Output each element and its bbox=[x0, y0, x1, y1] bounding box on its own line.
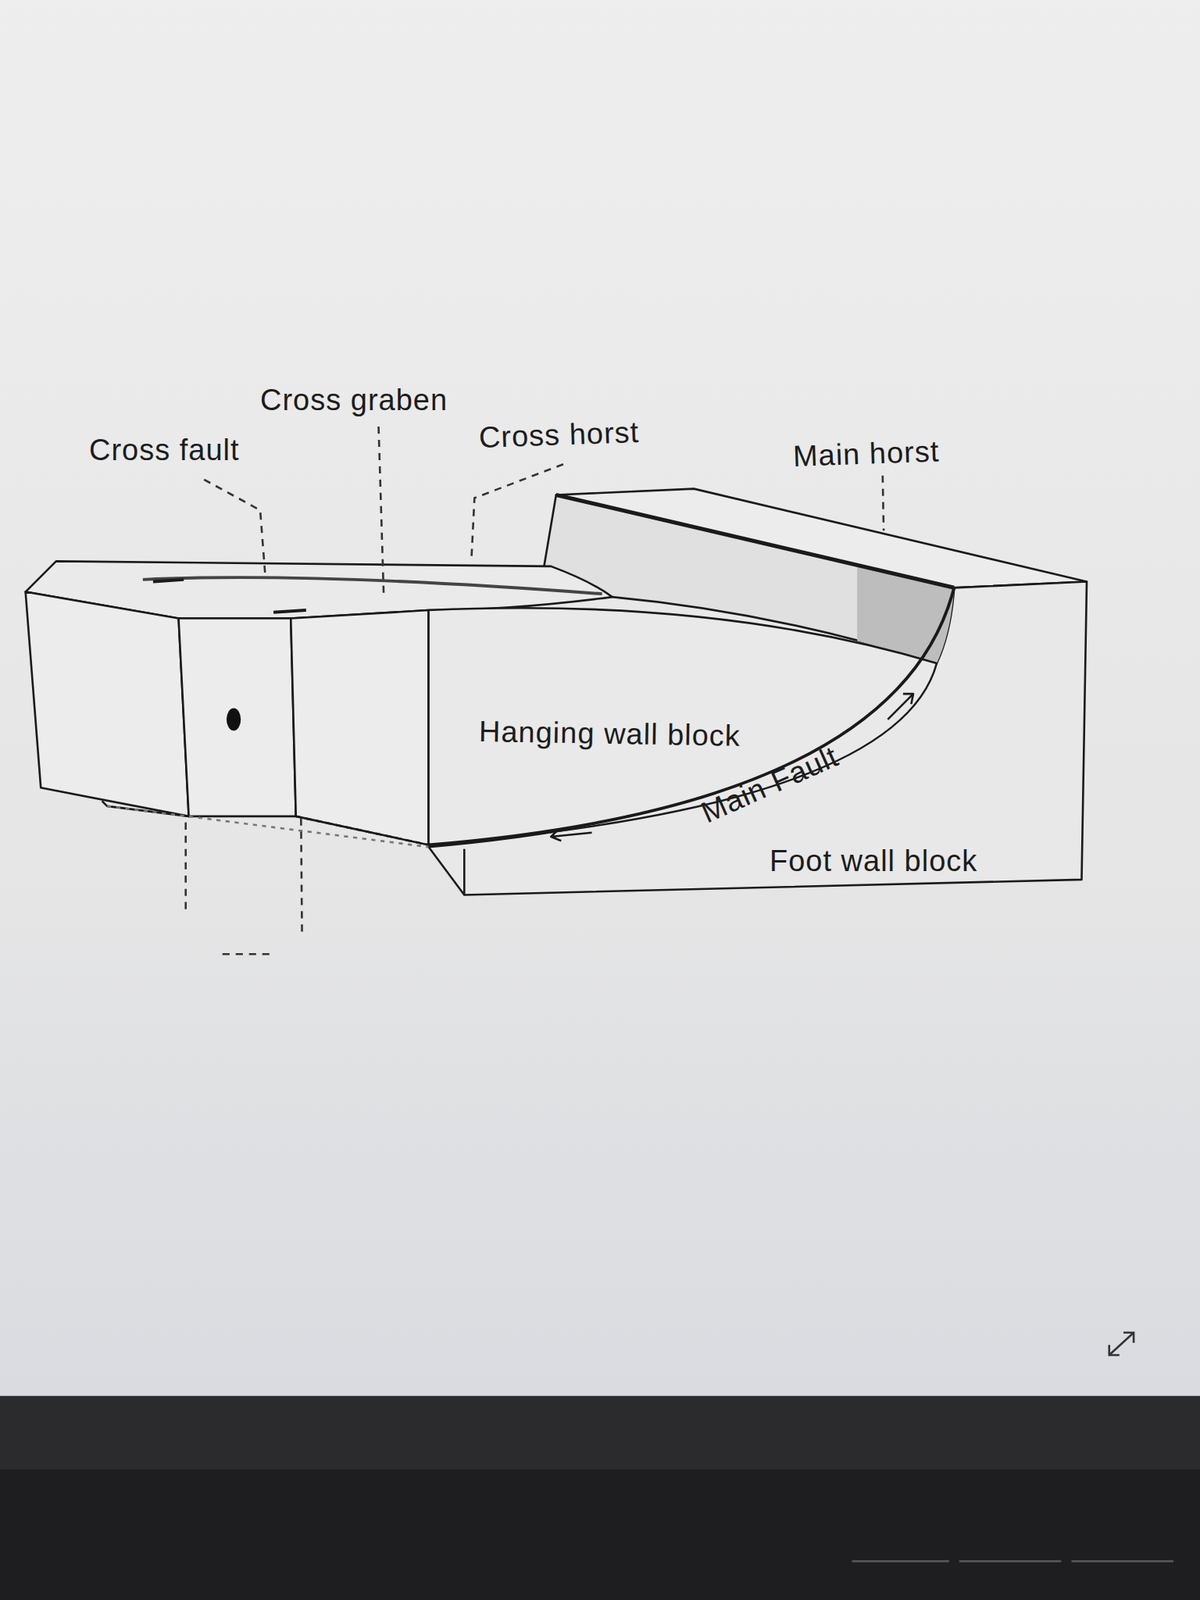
left-block-face bbox=[25, 592, 190, 817]
label-text: Main horst bbox=[792, 435, 940, 473]
block-panel bbox=[290, 610, 429, 845]
label-text: Cross horst bbox=[478, 416, 640, 455]
graben-face bbox=[178, 618, 297, 817]
screen bbox=[0, 0, 1200, 1397]
label-text: Cross fault bbox=[89, 434, 240, 468]
block-label: Foot wall block bbox=[769, 845, 978, 879]
expand-icon bbox=[1109, 1332, 1134, 1356]
bezel-edge bbox=[0, 1469, 1200, 1600]
bezel-buttons bbox=[852, 1560, 1174, 1563]
foot-wall-face bbox=[428, 581, 1087, 895]
marker-dot bbox=[226, 707, 241, 731]
main-fault bbox=[428, 587, 955, 845]
hanging-wall-face bbox=[428, 607, 937, 845]
block-label: Hanging wall block bbox=[478, 715, 742, 754]
label-text: Cross graben bbox=[260, 384, 448, 418]
geology-blocks bbox=[25, 489, 1087, 896]
bezel bbox=[0, 1396, 1200, 1600]
